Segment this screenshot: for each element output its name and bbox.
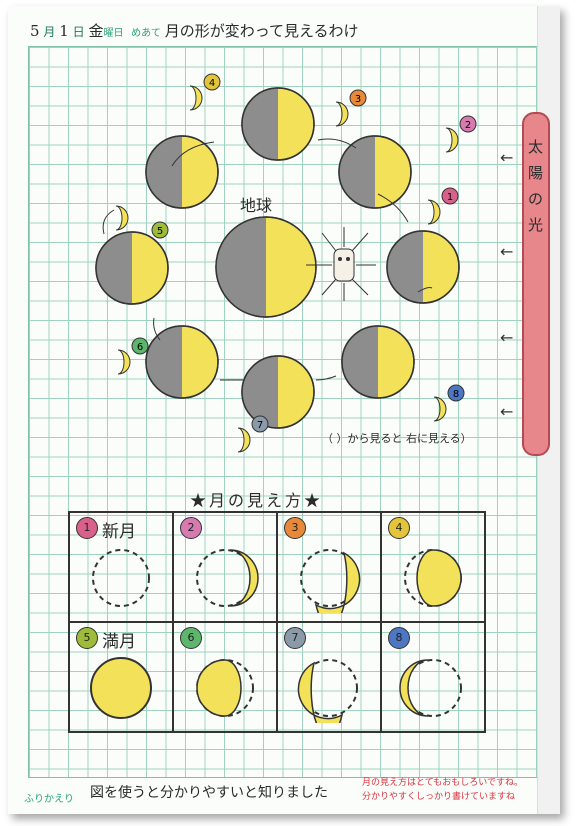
phase-number: 7 <box>284 627 306 649</box>
orbit-moon <box>242 356 314 428</box>
sunlight-arrow-icon: ← <box>500 402 513 421</box>
weekday-unit: 曜日 <box>103 28 123 39</box>
sunlight-arrow-icon: ← <box>500 148 513 167</box>
phase-cell-1: 1 新月 <box>69 512 173 622</box>
position-badge: 2 <box>460 116 476 132</box>
earth-label: 地球 <box>240 192 272 216</box>
svg-text:7: 7 <box>257 420 263 431</box>
svg-text:6: 6 <box>137 342 143 353</box>
orbit-diagram: 1 2 3 4 5 6 7 8 <box>78 62 498 462</box>
phase-cell-4: 4 <box>381 512 485 622</box>
sunlight-arrow-icon: ← <box>500 242 513 261</box>
reflection-text: 図を使うと分かりやすいと知りました <box>90 782 328 802</box>
diagram-note: （ ）から見ると 右に見える） <box>322 430 472 446</box>
month-unit: 月 <box>43 25 55 39</box>
moon-appearance-icon <box>118 350 130 374</box>
phase-cell-5: 5 満月 <box>69 622 173 732</box>
phase-number: 4 <box>388 517 410 539</box>
teacher-comment-line: 分かりやすくしっかり書けていますね <box>362 790 523 804</box>
day-unit: 日 <box>73 25 85 39</box>
svg-text:1: 1 <box>447 192 453 203</box>
moon-appearance-icon <box>446 128 458 152</box>
earth <box>216 217 316 317</box>
moon-appearance-icon <box>116 206 128 230</box>
waning-crescent-icon <box>398 653 468 723</box>
sunlight-arrow-icon: ← <box>500 328 513 347</box>
position-badge: 1 <box>442 188 458 204</box>
phase-cell-6: 6 <box>173 622 277 732</box>
header-row: 5 月 1 日 金曜日 めあて 月の形が変わって見えるわけ <box>30 20 359 41</box>
orbit-moon <box>339 136 411 208</box>
phase-number: 5 <box>76 627 98 649</box>
phase-number: 2 <box>180 517 202 539</box>
moon-appearance-icon <box>238 428 250 452</box>
position-badge: 3 <box>350 90 366 106</box>
phase-cell-7: 7 <box>277 622 381 732</box>
phase-number: 8 <box>388 627 410 649</box>
position-badge: 7 <box>252 416 268 432</box>
position-badge: 6 <box>132 338 148 354</box>
full-moon-icon <box>86 653 156 723</box>
phase-cell-8: 8 <box>381 622 485 732</box>
phase-name: 新月 <box>102 517 136 542</box>
day: 1 <box>59 22 69 40</box>
position-badge: 8 <box>448 385 464 401</box>
moon-appearance-icon <box>434 397 446 421</box>
orbit-moon <box>96 232 168 304</box>
phases-title: ★月の見え方★ <box>190 487 323 511</box>
reflection-label: ふりかえり <box>24 790 74 805</box>
orbit-moon <box>146 136 218 208</box>
last-quarter-icon <box>294 653 364 723</box>
gibbous-moon-icon <box>398 543 468 613</box>
phases-table: 1 新月 2 3 4 5 満月 <box>68 511 486 733</box>
weekday: 金 <box>88 22 103 40</box>
orbit-moon <box>242 88 314 160</box>
half-moon-icon <box>294 543 364 613</box>
position-badge: 4 <box>204 74 220 90</box>
month: 5 <box>30 22 40 40</box>
svg-text:5: 5 <box>157 226 163 237</box>
moon-appearance-icon <box>428 200 440 224</box>
aim-text: 月の形が変わって見えるわけ <box>165 22 359 40</box>
notebook-page: 5 月 1 日 金曜日 めあて 月の形が変わって見えるわけ 太陽の光 ← ← ←… <box>8 6 560 814</box>
new-moon-icon <box>86 543 156 613</box>
teacher-comment: 月の見え方はとてもおもしろいですね。 分かりやすくしっかり書けていますね <box>362 776 523 804</box>
sunlight-label: 太陽の光 <box>528 134 542 238</box>
svg-text:3: 3 <box>355 94 361 105</box>
crescent-moon-icon <box>190 543 260 613</box>
orbit-moon <box>342 326 414 398</box>
position-badge: 5 <box>152 222 168 238</box>
svg-text:2: 2 <box>465 120 471 131</box>
phase-name: 満月 <box>102 627 136 652</box>
moon-appearance-icon <box>336 102 348 126</box>
svg-text:8: 8 <box>453 389 459 400</box>
teacher-comment-line: 月の見え方はとてもおもしろいですね。 <box>362 776 523 790</box>
waning-gibbous-icon <box>190 653 260 723</box>
phase-number: 3 <box>284 517 306 539</box>
orbit-moon <box>387 231 459 303</box>
aim-label: めあて <box>131 28 161 39</box>
phase-cell-2: 2 <box>173 512 277 622</box>
moon-appearance-icon <box>190 86 202 110</box>
phase-number: 6 <box>180 627 202 649</box>
phase-number: 1 <box>76 517 98 539</box>
orbit-moon <box>146 326 218 398</box>
svg-text:4: 4 <box>209 78 215 89</box>
phase-cell-3: 3 <box>277 512 381 622</box>
